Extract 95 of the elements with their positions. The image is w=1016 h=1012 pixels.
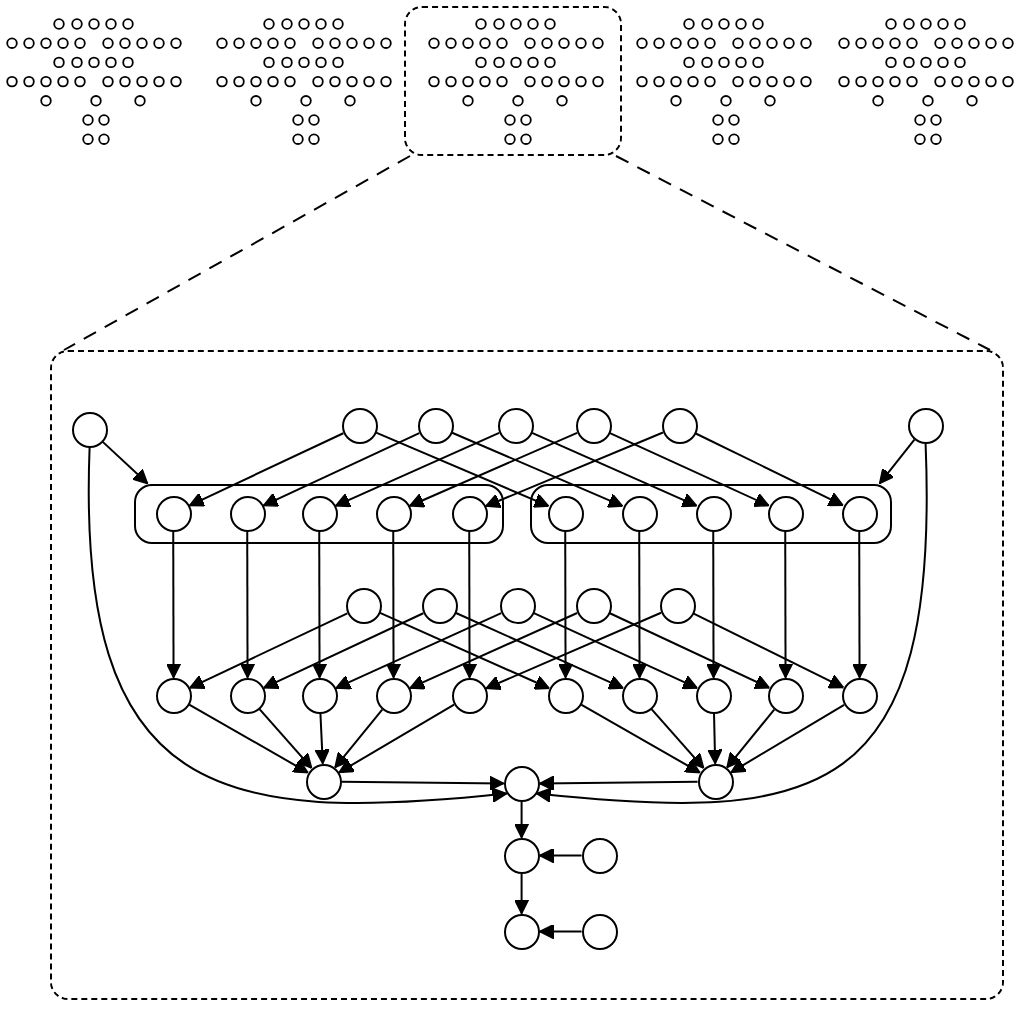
arrow: [88, 446, 508, 804]
node-circle: [547, 495, 584, 532]
arrow: [188, 612, 349, 689]
node-circle: [301, 677, 338, 714]
node-circle: [697, 763, 734, 800]
node-circle: [841, 495, 878, 532]
arrow: [334, 431, 501, 508]
node-circle: [155, 495, 192, 532]
node-circle: [71, 411, 108, 448]
node-circle: [229, 677, 266, 714]
node-circle: [499, 587, 536, 624]
node-circle: [659, 587, 696, 624]
arrow: [379, 611, 551, 690]
node-circle: [503, 913, 540, 950]
arrow: [694, 432, 844, 507]
arrow: [101, 440, 149, 485]
node-circle: [695, 677, 732, 714]
arrow: [730, 703, 846, 774]
arrow: [532, 612, 699, 690]
arrow: [878, 438, 916, 485]
node-circle: [229, 495, 266, 532]
node-circle: [503, 837, 540, 874]
arrow: [631, 530, 648, 679]
arrow: [705, 530, 722, 679]
node-circle: [581, 837, 618, 874]
arrow: [311, 530, 328, 679]
arrow: [650, 708, 705, 770]
node-circle: [421, 587, 458, 624]
arrow: [258, 708, 313, 770]
arrow: [314, 712, 330, 765]
arrow: [338, 703, 456, 774]
arrow: [851, 530, 868, 679]
arrow: [608, 612, 771, 690]
node-circle: [841, 677, 878, 714]
dashed-frame: [404, 6, 622, 156]
node-circle: [621, 495, 658, 532]
zoom-line: [63, 155, 411, 351]
node-circle: [695, 495, 732, 532]
group-box: [133, 483, 504, 544]
arrow: [188, 432, 345, 507]
dashed-frame: [50, 350, 1004, 1000]
node-circle: [575, 587, 612, 624]
node-circle: [661, 407, 698, 444]
arrow: [531, 431, 698, 508]
arrow: [333, 708, 384, 769]
arrow: [692, 612, 845, 689]
arrow: [262, 612, 425, 690]
node-circle: [345, 587, 382, 624]
arrow: [538, 775, 699, 791]
arrow: [777, 530, 794, 679]
arrow: [455, 612, 625, 690]
node-circle: [621, 677, 658, 714]
arrow: [340, 775, 505, 791]
arrow: [335, 612, 503, 690]
arrow: [385, 530, 402, 679]
node-circle: [767, 495, 804, 532]
node-circle: [451, 495, 488, 532]
arrow: [725, 708, 776, 769]
node-circle: [581, 913, 618, 950]
arrow: [188, 703, 309, 774]
arrow: [239, 530, 256, 679]
arrow: [580, 703, 701, 774]
arrow: [262, 432, 421, 507]
node-circle: [375, 677, 412, 714]
arrow: [538, 923, 583, 940]
arrow: [538, 847, 583, 864]
arrow: [408, 431, 579, 508]
group-box: [529, 483, 892, 544]
node-circle: [417, 407, 454, 444]
node-circle: [547, 677, 584, 714]
arrow: [557, 530, 574, 679]
node-circle: [375, 495, 412, 532]
node-circle: [305, 763, 342, 800]
arrow: [608, 432, 770, 507]
arrow: [535, 442, 928, 804]
node-circle: [767, 677, 804, 714]
arrow: [165, 530, 182, 679]
arrow: [451, 431, 624, 508]
node-circle: [451, 677, 488, 714]
node-circle: [155, 677, 192, 714]
arrow: [707, 712, 723, 765]
node-circle: [907, 407, 944, 444]
arrow: [461, 530, 478, 679]
node-circle: [497, 407, 534, 444]
arrow: [375, 431, 550, 508]
node-circle: [575, 407, 612, 444]
arrow: [513, 800, 530, 839]
arrow: [484, 431, 664, 509]
node-circle: [301, 495, 338, 532]
zoom-line: [615, 155, 991, 351]
node-circle: [503, 765, 540, 802]
node-circle: [341, 407, 378, 444]
arrow: [409, 612, 579, 690]
arrow: [485, 611, 663, 690]
arrow: [513, 872, 530, 915]
